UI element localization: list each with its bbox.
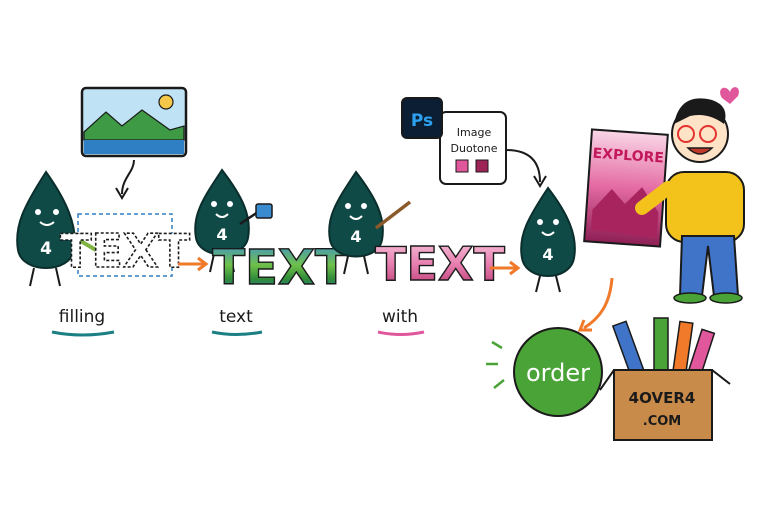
landscape-photo — [80, 86, 188, 158]
drop-badge-2: 4 — [216, 225, 227, 244]
order-button: order — [486, 327, 603, 417]
underline-filling — [51, 330, 115, 337]
explore-poster: EXPLORE — [583, 128, 669, 248]
photoshop-panel: Ps Image Duotone — [401, 97, 507, 185]
drop-badge-4: 4 — [542, 245, 553, 264]
underline-with — [377, 330, 425, 336]
emphasis-lines-icon — [486, 340, 505, 389]
poster-title: EXPLORE — [592, 146, 664, 167]
underline-text — [211, 330, 263, 336]
text-image-filled-word: TEXT — [212, 240, 348, 296]
drop-character-1: 4 — [16, 170, 98, 287]
drop-character-2: 4 — [194, 168, 273, 273]
text-outline-word: TEXT — [60, 224, 190, 278]
step-label-filling: filling — [59, 307, 105, 327]
photoshop-menu-image: Image — [457, 126, 492, 139]
shipping-box: 4OVER4 .COM — [599, 317, 731, 441]
selection-box — [77, 213, 173, 277]
wand-icon — [374, 200, 412, 230]
drop-character-3: 4 — [328, 170, 412, 275]
box-brand-line1: 4OVER4 — [629, 389, 696, 407]
drop-badge-1: 4 — [40, 239, 52, 259]
step-label-with: with — [382, 307, 418, 327]
step-label-text: text — [219, 307, 253, 327]
drop-character-4: 4 — [520, 186, 576, 293]
text-duotone-word: TEXT — [375, 237, 505, 291]
pencil-icon — [70, 234, 98, 252]
duotone-swatch-light — [455, 159, 469, 173]
arrow-panel-to-drop — [505, 149, 541, 183]
sun-icon — [158, 94, 174, 110]
photoshop-logo-label: Ps — [411, 111, 433, 131]
box-brand-line2: .COM — [643, 414, 681, 429]
image-swatch-icon — [255, 203, 273, 219]
heart-icon — [720, 87, 739, 104]
happy-person — [635, 87, 745, 304]
photoshop-menu-duotone: Duotone — [451, 142, 498, 155]
arrow-photo-to-text — [121, 159, 135, 195]
arrow-to-order — [583, 277, 614, 330]
drop-badge-3: 4 — [350, 227, 361, 246]
order-label: order — [526, 359, 590, 387]
photoshop-logo-icon — [401, 97, 443, 139]
duotone-swatch-dark — [475, 159, 489, 173]
